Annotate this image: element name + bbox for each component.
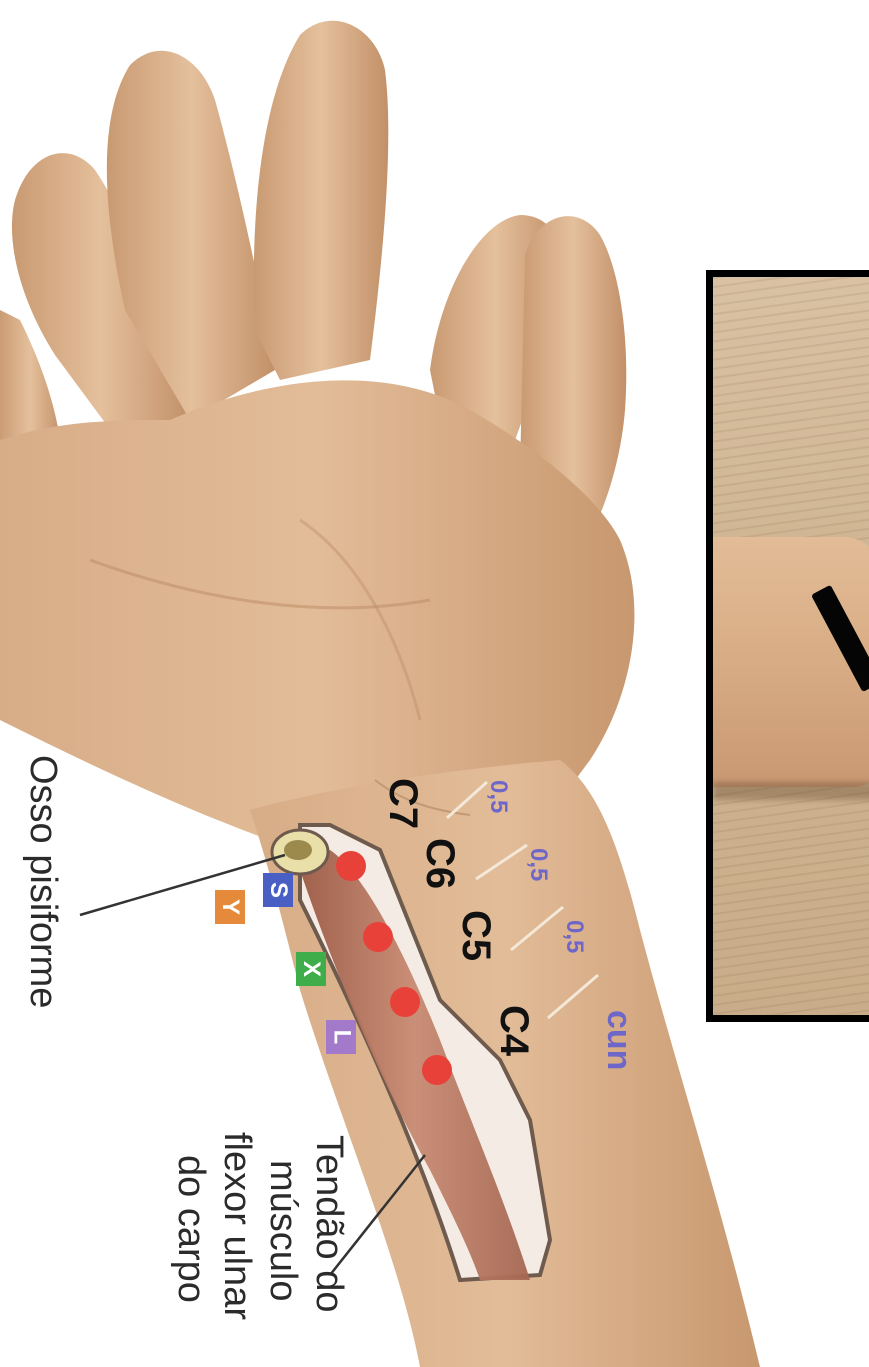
badge-x-letter: X [297,961,325,977]
measure-label-1: 0,5 [484,780,512,813]
measure-label-2: 0,5 [524,848,552,881]
finger-ring [254,21,388,380]
badge-x: X [296,952,326,986]
inset-photo [706,270,869,1022]
badge-s-letter: S [264,882,292,898]
acupoint-c4 [422,1055,452,1085]
badge-y: Y [215,890,245,924]
badge-l: L [326,1020,356,1054]
acupoint-c6 [363,922,393,952]
cun-label: cun [599,1010,638,1070]
badge-y-letter: Y [216,899,244,915]
label-c5: C5 [453,910,498,961]
label-c4: C4 [491,1005,536,1056]
osso-pointer [80,855,285,915]
tendon-line-1: Tendão do [308,1135,348,1313]
tendon-line-2: músculo [262,1160,302,1302]
badge-s: S [263,873,293,907]
photo-arm [713,537,869,787]
measure-label-3: 0,5 [560,920,588,953]
acupoint-c7 [336,851,366,881]
tendon-line-3: flexor ulnar [216,1132,256,1320]
label-c6: C6 [417,838,462,889]
tendon-line-4: do carpo [170,1155,210,1303]
photo-arm-shadow [713,782,869,800]
pisiform-bone [272,830,328,874]
label-c7: C7 [380,778,425,829]
badge-l-letter: L [327,1030,355,1045]
acupoint-c5 [390,987,420,1017]
osso-pisiforme-label: Osso pisiforme [22,755,62,1008]
